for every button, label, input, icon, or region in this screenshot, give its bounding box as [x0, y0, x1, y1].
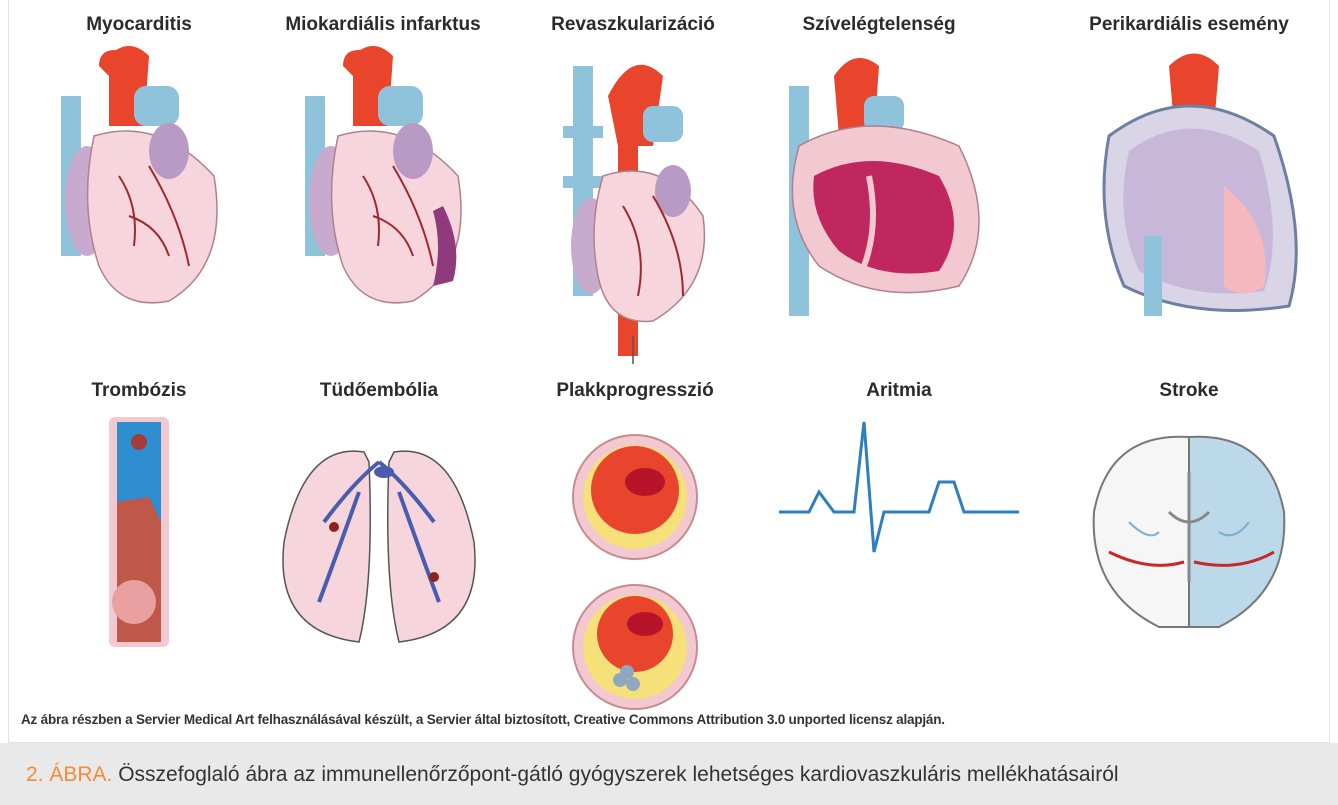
panel-label: Szívelégtelenség	[759, 14, 999, 36]
pericardium-icon	[1074, 36, 1304, 326]
panel-stroke: Stroke	[1069, 380, 1309, 652]
panel-label: Miokardiális infarktus	[263, 14, 503, 36]
panel-label: Revaszkularizáció	[513, 14, 753, 36]
figure-caption-text: Összefoglaló ábra az immunellenőrzőpont-…	[118, 763, 1118, 786]
panel-heart-failure: Szívelégtelenség	[759, 14, 999, 316]
panel-plaque-progression: Plakkprogresszió	[515, 380, 755, 722]
panel-label: Trombózis	[19, 380, 259, 402]
panel-label: Aritmia	[779, 380, 1019, 402]
panel-arrhythmia: Aritmia	[779, 380, 1019, 572]
lungs-icon	[264, 402, 494, 652]
artery-plaque-icon	[565, 402, 705, 722]
ecg-icon	[779, 402, 1019, 572]
panel-myocarditis: Myocarditis	[19, 14, 259, 316]
panel-label: Perikardiális esemény	[1069, 14, 1309, 36]
panel-label: Plakkprogresszió	[515, 380, 755, 402]
panel-label: Myocarditis	[19, 14, 259, 36]
credit-line: Az ábra részben a Servier Medical Art fe…	[21, 712, 945, 727]
heart-icon	[39, 36, 239, 316]
figure-caption: 2. ÁBRA. Összefoglaló ábra az immunellen…	[26, 763, 1119, 787]
panel-pulmonary-embolism: Tüdőembólia	[259, 380, 499, 652]
panel-myocardial-infarction: Miokardiális infarktus	[263, 14, 503, 316]
panel-thrombosis: Trombózis	[19, 380, 259, 652]
panel-label: Stroke	[1069, 380, 1309, 402]
figure-number: 2. ÁBRA.	[26, 763, 112, 786]
heart-infarct-icon	[283, 36, 483, 316]
panel-revascularization: Revaszkularizáció	[513, 14, 753, 366]
panel-label: Tüdőembólia	[259, 380, 499, 402]
heart-stent-icon	[533, 36, 733, 366]
heart-failure-icon	[759, 36, 999, 316]
figure-panel: Myocarditis Miokardiális infarktus Reva	[8, 0, 1330, 743]
panel-pericardial-event: Perikardiális esemény	[1069, 14, 1309, 326]
vein-thrombus-icon	[89, 402, 189, 652]
caption-bar: 2. ÁBRA. Összefoglaló ábra az immunellen…	[0, 743, 1338, 805]
brain-icon	[1069, 402, 1309, 652]
